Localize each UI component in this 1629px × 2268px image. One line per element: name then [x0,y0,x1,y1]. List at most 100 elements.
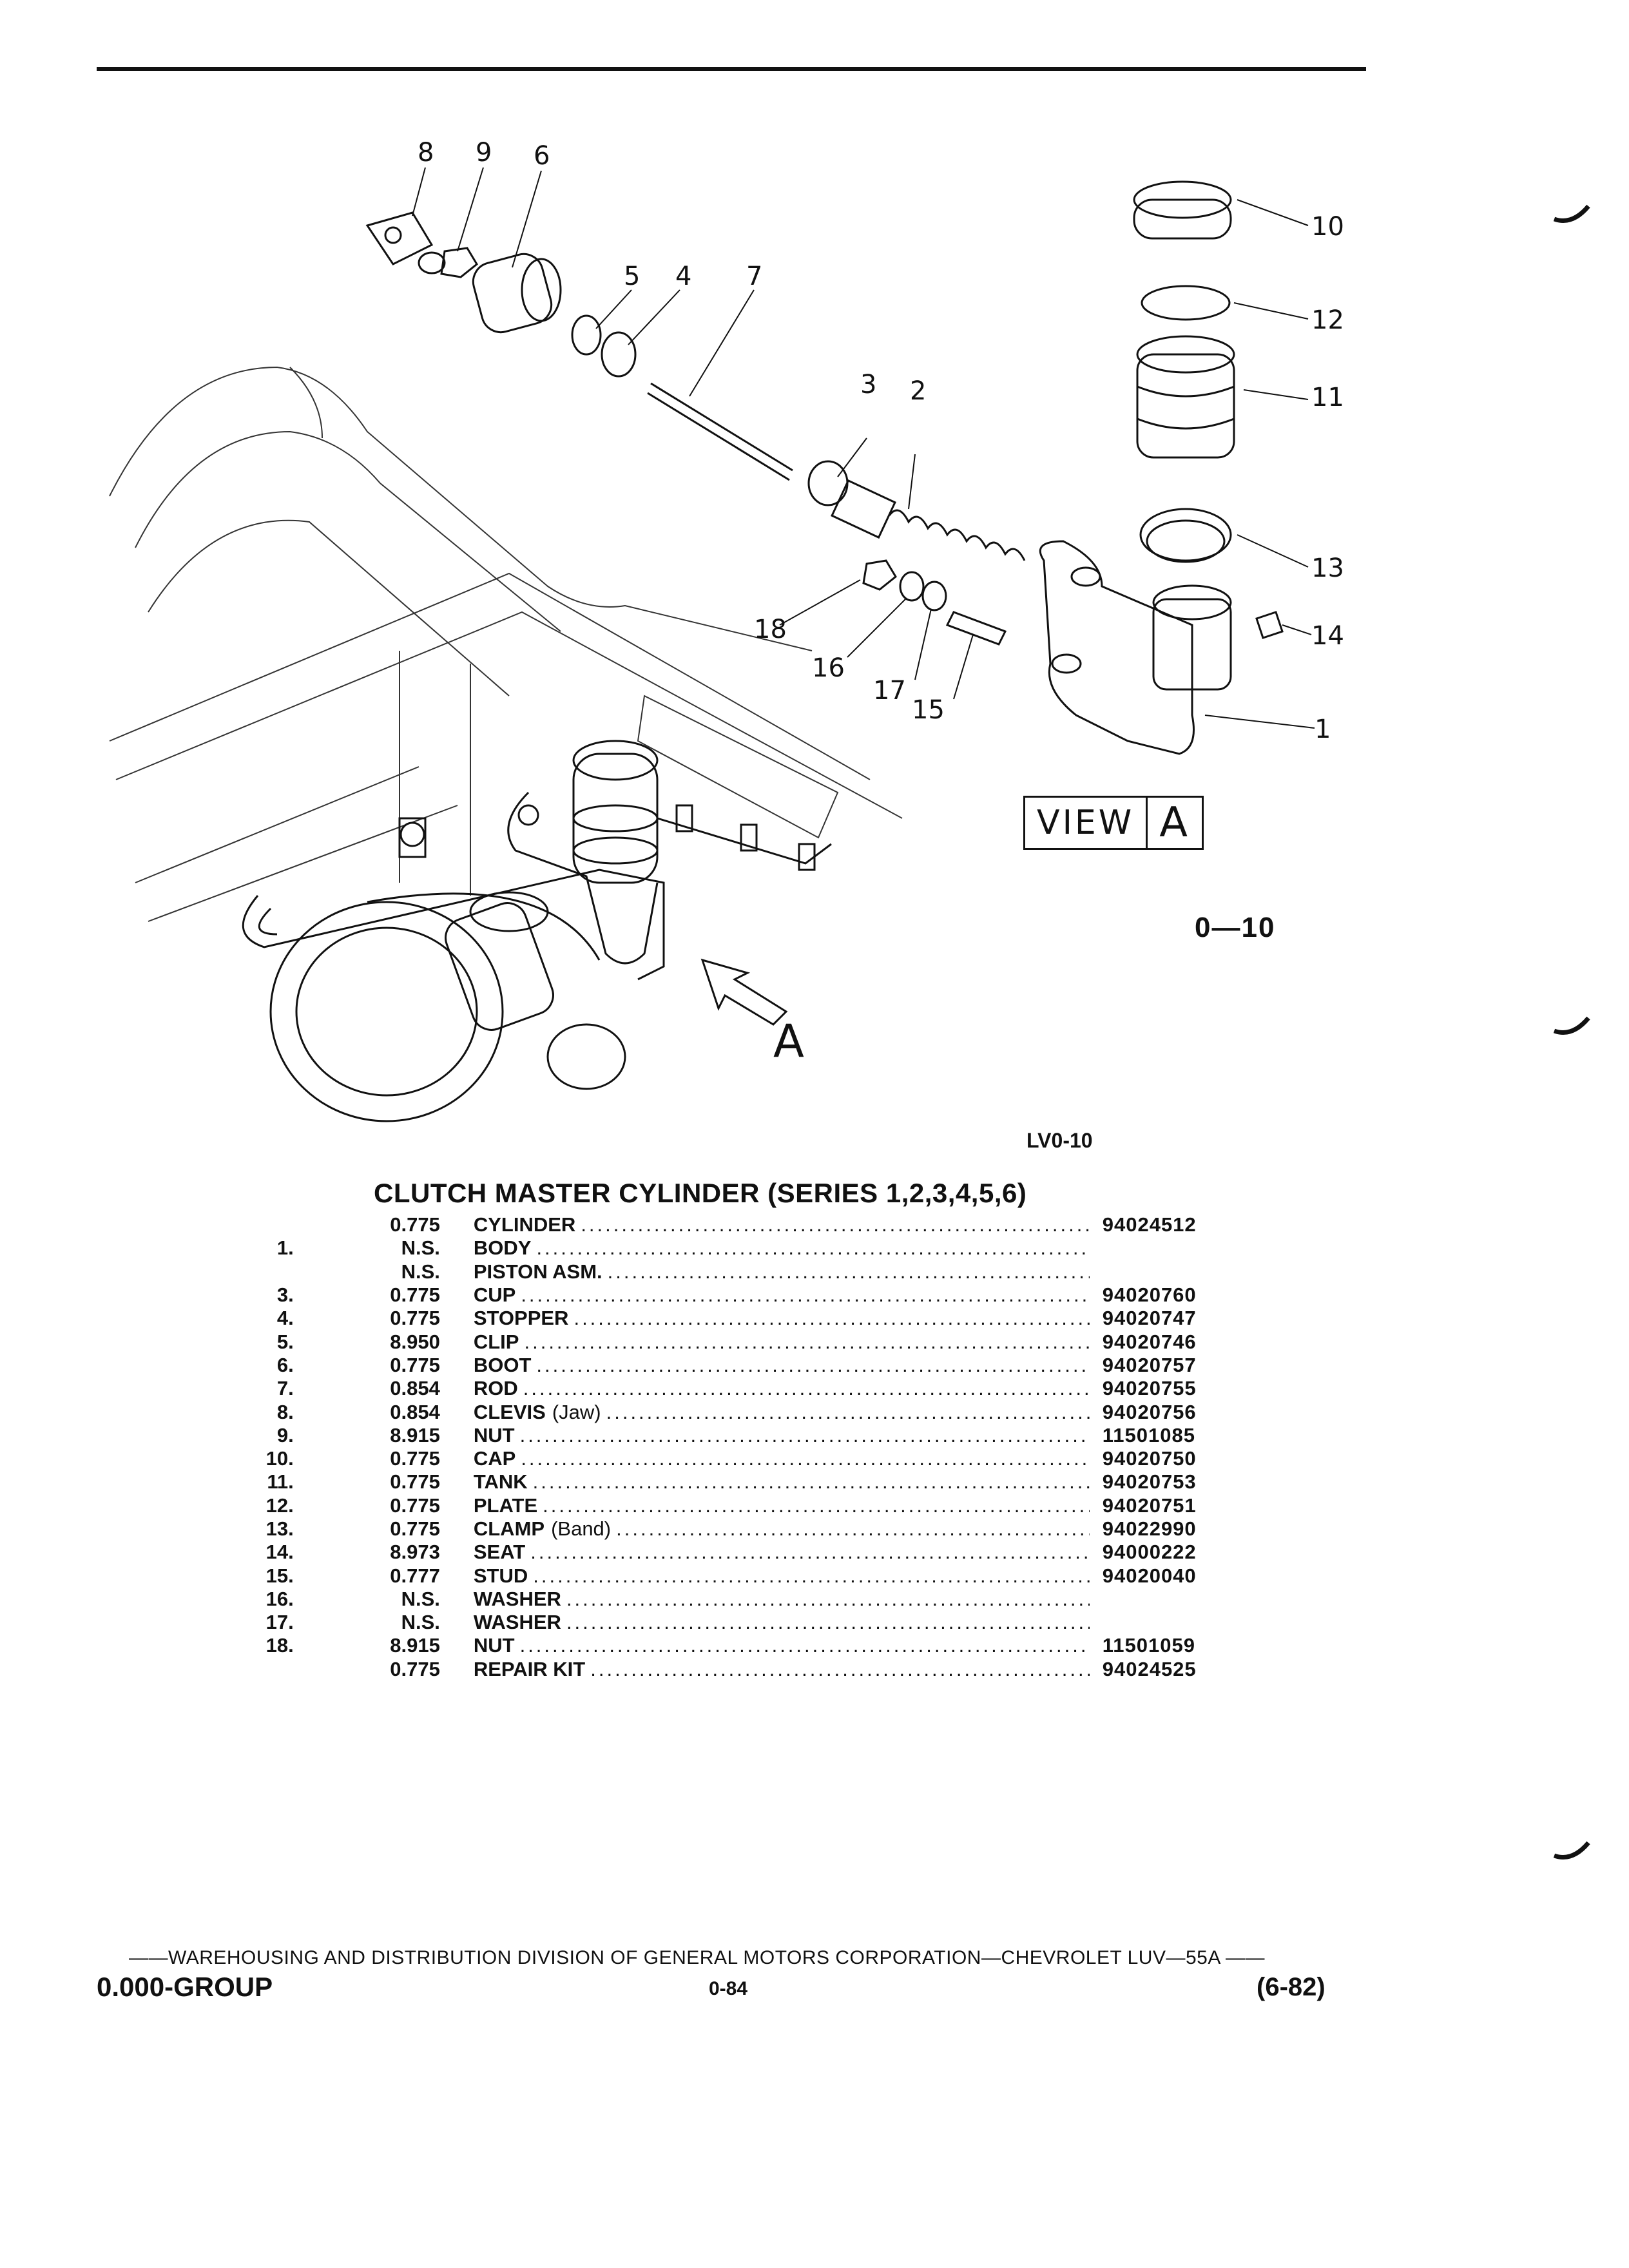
item-number: 15. [265,1564,294,1587]
figure-number: 0—10 [1195,912,1276,943]
group-code: 0.775 [390,1283,440,1307]
description: ROD.....................................… [474,1377,1090,1400]
item-number: 14. [265,1541,294,1564]
part-number: 94020757 [1102,1353,1197,1376]
group-code: N.S. [401,1260,440,1283]
group-code: 8.973 [390,1541,440,1564]
leader-dots: ........................................… [581,1213,1089,1236]
part-name: CUP [473,1283,516,1307]
part-name: WASHER [473,1611,561,1634]
callout-12: 12 [1311,305,1344,335]
leader-dots: ........................................… [616,1517,1090,1540]
item-number: 11. [267,1470,294,1494]
leader-dots: ........................................… [536,1353,1090,1376]
group-code: 0.854 [390,1400,440,1423]
exploded-parts [365,180,1284,755]
callout-3: 3 [860,370,876,399]
engine-bay-outline [109,366,903,922]
leader-dots: ........................................… [521,1283,1090,1307]
part-number: 94020747 [1102,1307,1197,1330]
binder-mark [1553,1016,1590,1035]
description: NUT.....................................… [474,1424,1090,1447]
group-code: 0.854 [390,1377,440,1400]
illustration-code: LV0-10 [1027,1129,1093,1152]
arrow-letter: A [773,1015,804,1068]
leader-dots: ........................................… [536,1236,1090,1260]
callout-2: 2 [910,376,926,406]
part-number: 94020040 [1102,1564,1197,1587]
part-number: 94024512 [1102,1213,1197,1236]
leader-dots: ........................................… [530,1541,1089,1564]
description: WASHER..................................… [474,1611,1090,1634]
leader-dots: ........................................… [532,1470,1090,1494]
part-name: ROD [473,1377,518,1400]
part-number: 94020750 [1102,1447,1197,1470]
item-number: 7. [276,1377,294,1400]
part-name: BOOT [473,1353,532,1376]
part-number: 94024525 [1102,1657,1197,1680]
item-number: 12. [265,1494,294,1517]
group-code: 8.915 [390,1423,440,1446]
leader-lines [412,167,1315,729]
leader-dots: ........................................… [566,1611,1090,1634]
description: BODY....................................… [474,1236,1090,1260]
callout-11: 11 [1311,383,1344,412]
footer-date: (6-82) [1257,1973,1325,2001]
part-name: WASHER [473,1587,561,1610]
item-number: 10. [265,1447,294,1470]
leader-dots: ........................................… [543,1494,1090,1517]
group-code: 0.775 [390,1353,440,1376]
part-number: 94000222 [1102,1541,1197,1564]
item-number: 1. [276,1236,294,1260]
group-code: 0.775 [390,1307,440,1330]
callout-numbers: 8 9 6 5 4 7 3 2 10 12 11 13 14 18 16 17 … [418,138,1344,744]
callout-1: 1 [1315,715,1331,744]
callout-4: 4 [675,262,691,291]
leader-dots: ........................................… [519,1634,1090,1657]
footer-page: 0-84 [709,1978,748,1999]
callout-6: 6 [534,141,550,171]
group-code: N.S. [401,1587,440,1610]
group-code: 0.775 [390,1494,440,1517]
view-label: VIEW [1037,803,1135,842]
description: BOOT....................................… [474,1354,1090,1377]
installed-clutch-cylinder [507,740,832,965]
part-number: 94022990 [1102,1517,1197,1540]
binder-mark [1553,1841,1590,1860]
callout-13: 13 [1311,553,1344,583]
part-name: NUT [473,1634,515,1657]
description: CLEVIS(Jaw).............................… [474,1401,1090,1424]
callout-10: 10 [1311,212,1344,242]
brake-booster [242,817,665,1122]
leader-dots: ........................................… [524,1330,1089,1353]
part-note: (Band) [551,1517,612,1540]
callout-7: 7 [746,262,762,291]
callout-9: 9 [476,138,492,168]
parts-row: 17.N.S.WASHER...........................… [245,1611,1224,1634]
part-name: REPAIR KIT [473,1657,586,1680]
part-name: CLEVIS [473,1400,546,1423]
part-number: 94020746 [1102,1330,1197,1353]
part-number: 94020751 [1102,1494,1197,1517]
leader-dots: ........................................… [574,1307,1089,1330]
description: PLATE...................................… [474,1494,1090,1517]
part-number: 11501059 [1102,1634,1195,1657]
callout-8: 8 [418,138,434,168]
parts-row: 3. 0.775 CUP..............................… [245,1283,1224,1307]
group-code: 0.775 [390,1470,440,1494]
part-name: STUD [473,1564,528,1587]
group-code: 8.915 [390,1634,440,1657]
item-number: 3. [276,1283,294,1307]
group-code: N.S. [401,1611,440,1634]
callout-14: 14 [1311,621,1344,651]
callout-15: 15 [912,695,945,725]
view-arrow [700,958,788,1026]
